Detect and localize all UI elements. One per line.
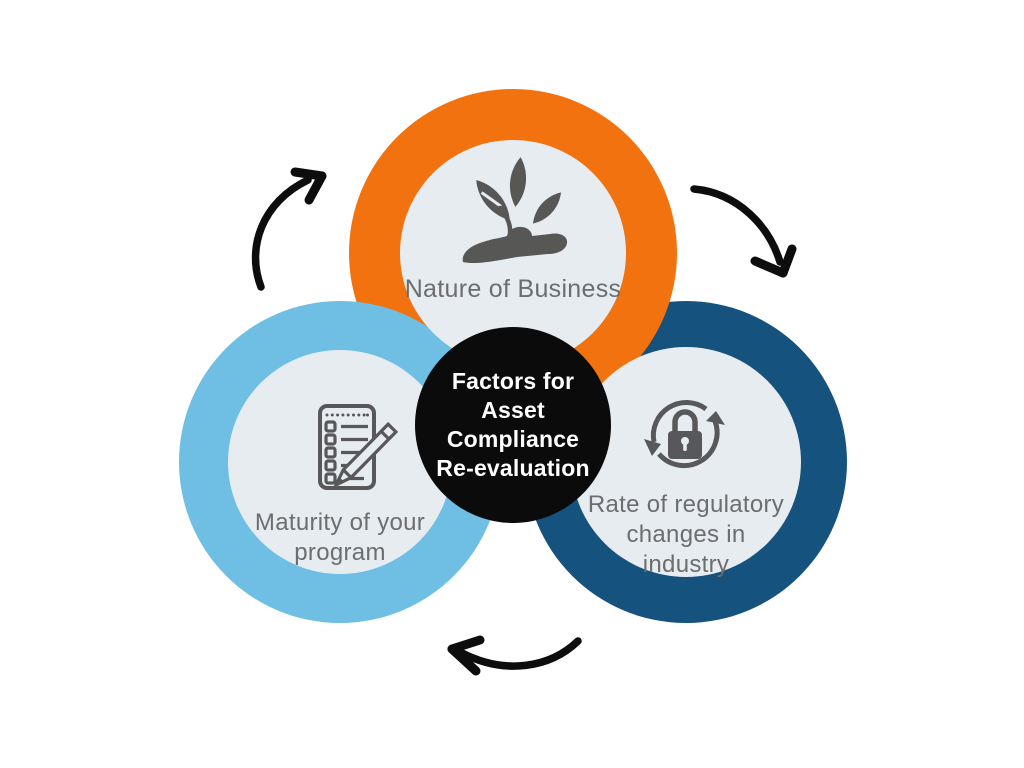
label-maturity-of-program: Maturity of your program (200, 508, 480, 568)
center-title-line: Asset (481, 397, 545, 423)
label-line: Rate of regulatory (587, 491, 785, 518)
keyhole (681, 437, 689, 445)
refresh-arc-bottom (657, 420, 720, 469)
center-title-line: Factors for (451, 368, 575, 394)
center-title-line: Re-evaluation (436, 455, 590, 481)
arrow-down-right-icon (690, 185, 797, 278)
label-line: changes in (626, 521, 746, 548)
dotted-header (325, 413, 369, 417)
label-line: Nature of Business (404, 275, 622, 303)
center-title-line: Compliance (446, 426, 580, 452)
label-nature-of-business: Nature of Business (363, 274, 663, 304)
pencil (332, 421, 399, 489)
keyhole-slot (683, 442, 687, 451)
lock-refresh-icon (644, 400, 725, 469)
refresh-arc-top (650, 400, 708, 443)
checklist-pencil-icon (318, 404, 399, 490)
pencil-tip (336, 477, 344, 485)
label-line: program (294, 539, 386, 566)
refresh-arrowhead-right (706, 411, 725, 425)
label-line: Maturity of your (254, 509, 426, 536)
arrow-up-left-icon (251, 167, 327, 291)
label-regulatory-change-rate: Rate of regulatory changes in industry (541, 490, 831, 580)
inner-circle-regulatory-change-rate (571, 347, 801, 577)
inner-circle-maturity-of-program (228, 350, 452, 574)
center-title-circle: Factors for Asset Compliance Re-evaluati… (415, 327, 611, 523)
hand-with-plant-icon (462, 157, 568, 264)
plant-stem (497, 205, 513, 237)
label-line: industry (642, 551, 730, 578)
refresh-arrowhead-left (644, 439, 661, 456)
leaf-slit (480, 191, 502, 208)
lock-shackle (672, 409, 698, 432)
arrow-bottom-left-icon (447, 635, 582, 676)
